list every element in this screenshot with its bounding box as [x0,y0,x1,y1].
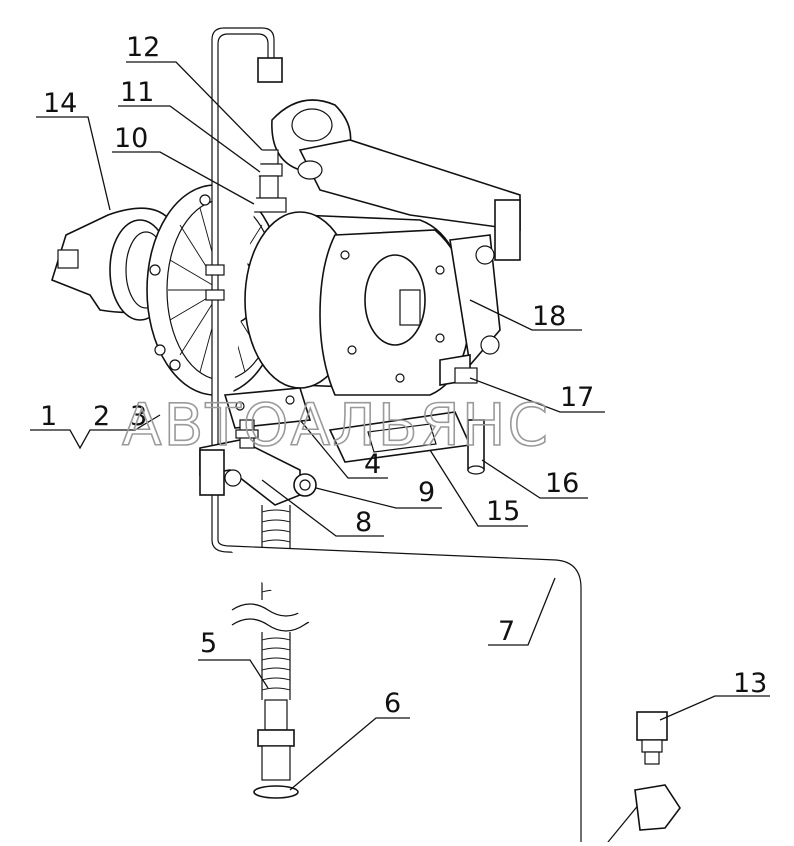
oil-feed-fitting [251,149,287,213]
callout-labels: 14 12 11 10 18 1 2 3 4 9 8 15 16 17 7 5 … [40,32,767,719]
callout-12: 12 [126,32,160,63]
part-6-clamp [253,785,299,799]
leader-lines [30,61,770,791]
callout-3: 3 [130,401,147,432]
callout-5: 5 [200,628,217,659]
callout-6: 6 [384,688,401,719]
callout-8: 8 [355,507,372,538]
callout-2: 2 [93,401,110,432]
callout-1: 1 [40,401,57,432]
turbine-housing-top [271,99,521,261]
callout-11: 11 [120,77,154,108]
parts-1-2-3-small-fittings [235,419,259,449]
part-9-bolt [293,473,317,497]
part-7-pipe-end-nut [577,784,681,846]
callout-9: 9 [418,477,435,508]
part-8-drain-bracket [199,439,301,506]
part-4-flange-plate [223,387,312,429]
part-18-turbine-flange [244,211,501,396]
part-16-stud [467,419,485,475]
callout-13: 13 [733,668,767,699]
callout-18: 18 [532,301,566,332]
part-13-union-fitting [636,711,668,765]
callout-4: 4 [364,449,381,480]
callout-16: 16 [545,468,579,499]
watermark-text: АВТОАЛЬЯНС [122,391,550,459]
callout-15: 15 [486,496,520,527]
callout-7: 7 [498,616,515,647]
callout-14: 14 [43,88,77,119]
callout-10: 10 [114,123,148,154]
part-17-bolts [439,354,478,386]
callout-17: 17 [560,382,594,413]
part-7-return-pipe [211,539,582,846]
